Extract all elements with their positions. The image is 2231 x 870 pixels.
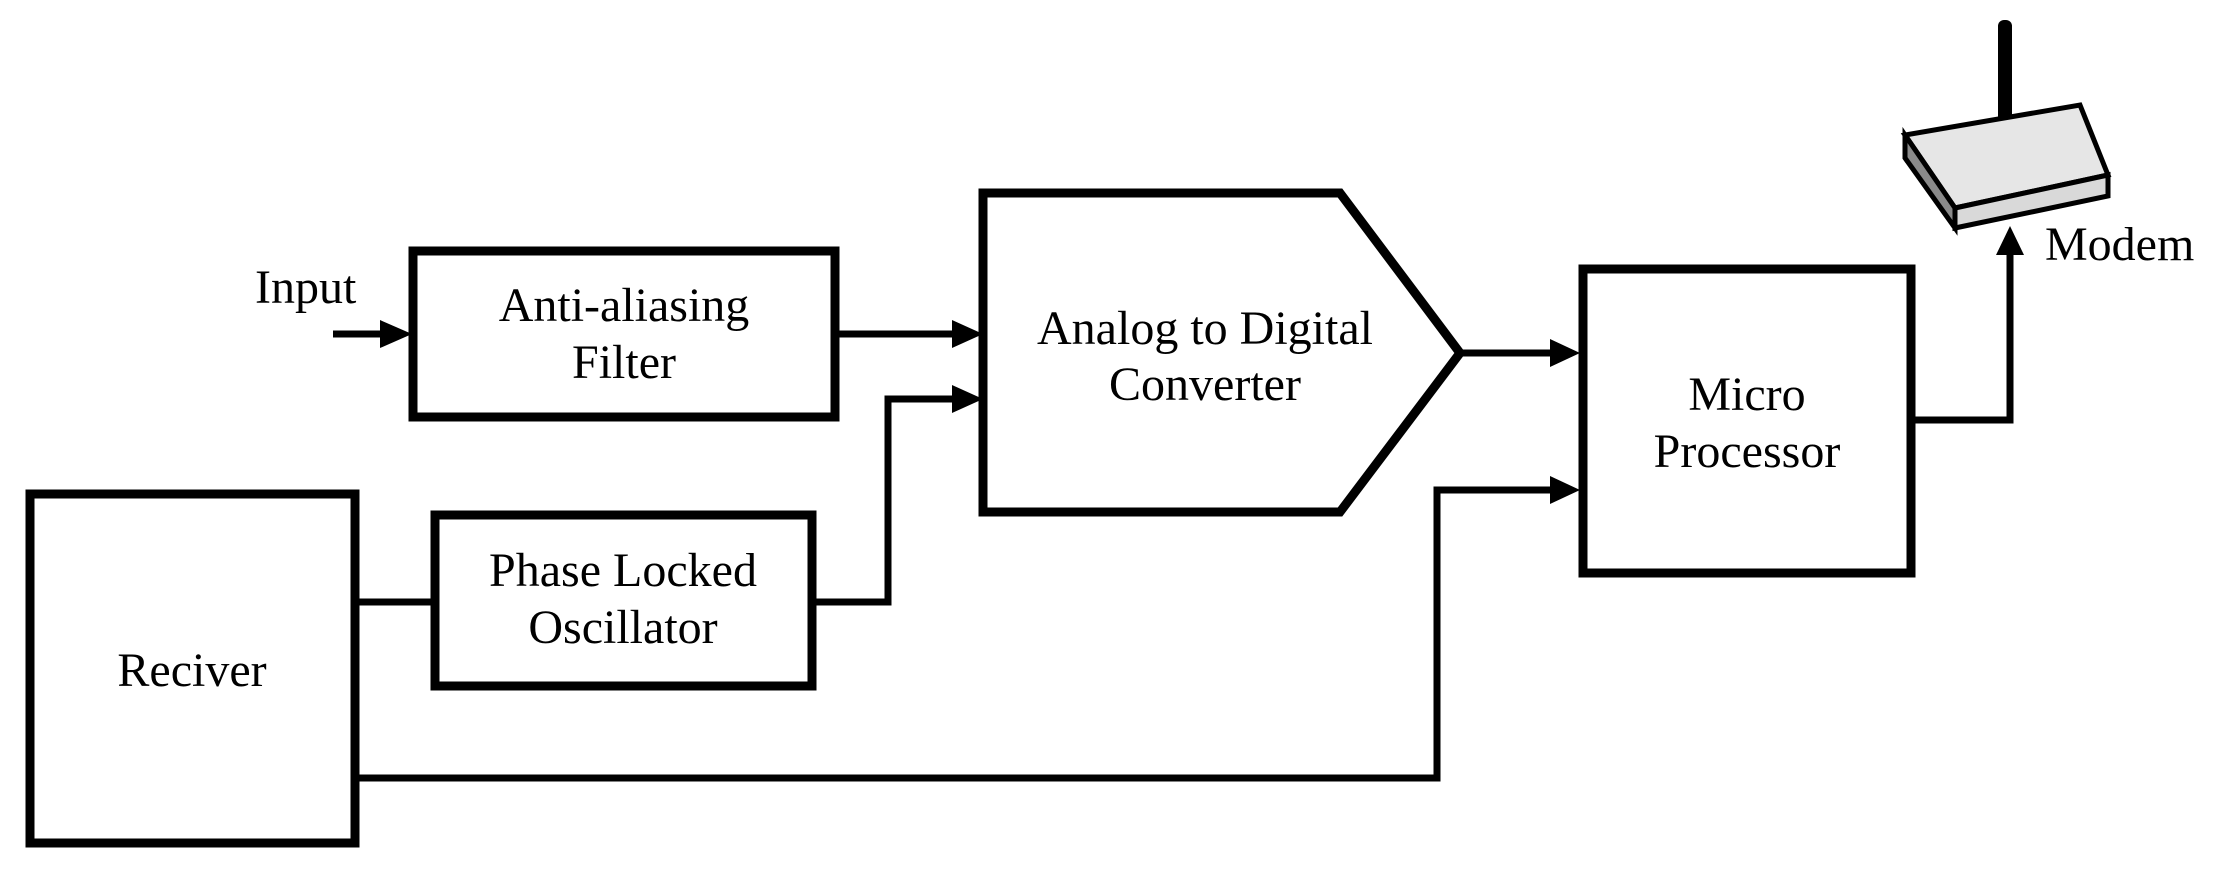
wireless-router-icon [1900, 20, 2112, 236]
receiver-block: Reciver [25, 489, 360, 848]
anti-aliasing-filter-block: Anti-aliasing Filter [408, 246, 840, 422]
micro-processor-block: Micro Processor [1578, 264, 1916, 578]
adc-label-line1: Analog to Digital [1037, 302, 1373, 355]
receiver-to-processor-arrow [355, 476, 1580, 782]
filter-to-adc-arrow [835, 320, 983, 348]
anti-aliasing-filter-label-line1: Anti-aliasing [499, 279, 750, 332]
anti-aliasing-filter-label-line2: Filter [572, 336, 676, 389]
input-arrow [333, 320, 412, 348]
input-label: Input [255, 261, 357, 314]
plo-label-line2: Oscillator [528, 601, 717, 654]
adc-block: Analog to Digital Converter [978, 188, 1466, 517]
modem-label: Modem [2045, 218, 2194, 271]
micro-processor-label-line2: Processor [1654, 425, 1841, 478]
receiver-label: Reciver [117, 644, 266, 697]
processor-to-modem-arrow [1911, 226, 2024, 424]
adc-to-processor-arrow [1460, 339, 1580, 367]
phase-locked-oscillator-block: Phase Locked Oscillator [430, 510, 817, 691]
plo-label-line1: Phase Locked [489, 544, 757, 597]
micro-processor-label-line1: Micro [1688, 368, 1805, 421]
adc-label-line2: Converter [1109, 358, 1301, 411]
plo-to-adc-arrow [812, 385, 983, 606]
